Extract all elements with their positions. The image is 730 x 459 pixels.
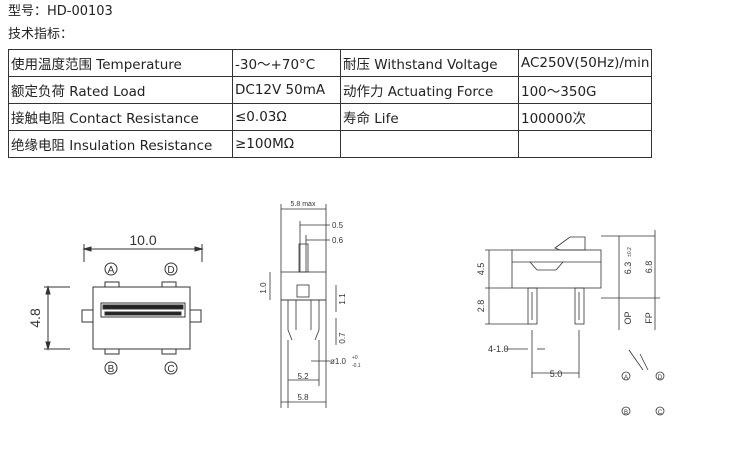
side-hole-tol-upper: +0 — [352, 355, 358, 361]
spec-cell: ≤0.03Ω — [232, 103, 341, 131]
spec-cell: ≥100MΩ — [232, 130, 341, 158]
profile-dim-63-tol: ±0.2 — [627, 247, 633, 257]
spec-cell: 接触电阻 Contact Resistance — [8, 103, 233, 131]
side-dim-06: 0.6 — [332, 236, 344, 245]
profile-label-op: OP — [623, 311, 633, 324]
profile-dim-pins: 4-1.0 — [488, 344, 509, 354]
spec-table: 使用温度范围 Temperature -30～+70°C 耐压 Withstan… — [8, 49, 653, 158]
switch-schematic — [621, 349, 665, 416]
front-view-drawing — [44, 244, 204, 375]
spec-cell: 动作力 Actuating Force — [340, 76, 519, 104]
table-row: 使用温度范围 Temperature -30～+70°C 耐压 Withstan… — [8, 49, 653, 77]
schematic-terminal-d: D — [658, 375, 663, 381]
spec-cell: 100～350G — [517, 76, 653, 104]
side-dim-max: 5.8 max — [291, 201, 316, 208]
profile-dim-45: 4.5 — [476, 263, 486, 276]
specs-heading: 技术指标： — [8, 27, 74, 42]
side-dim-07: 0.7 — [338, 332, 347, 344]
side-dim-52: 5.2 — [297, 372, 309, 381]
side-dim-58: 5.8 — [297, 393, 309, 402]
side-dim-11: 1.1 — [338, 293, 347, 305]
schematic-terminal-c: C — [658, 410, 663, 416]
spec-cell: DC12V 50mA — [232, 76, 341, 104]
table-row: 额定负荷 Rated Load DC12V 50mA 动作力 Actuating… — [8, 76, 653, 104]
spec-cell: AC250V(50Hz)/min — [517, 49, 653, 77]
side-dim-05: 0.5 — [332, 221, 344, 230]
front-width-label: 10.0 — [129, 232, 156, 248]
spec-cell — [340, 130, 519, 158]
spec-cell: 使用温度范围 Temperature — [8, 49, 233, 77]
spec-cell: 额定负荷 Rated Load — [8, 76, 233, 104]
side-hole-tol-lower: -0.1 — [352, 363, 361, 369]
side-view-drawing — [269, 204, 337, 408]
table-row: 绝缘电阻 Insulation Resistance ≥100MΩ — [8, 130, 653, 158]
spec-cell: 绝缘电阻 Insulation Resistance — [8, 130, 233, 158]
schematic-terminal-a: A — [624, 375, 628, 381]
side-dim-10: 1.0 — [259, 282, 268, 294]
profile-label-fp: FP — [644, 312, 654, 324]
terminal-b-label: B — [108, 364, 115, 375]
terminal-d-label: D — [167, 265, 174, 276]
spec-cell: 耐压 Withstand Voltage — [340, 49, 519, 77]
schematic-terminal-b: B — [624, 410, 628, 416]
terminal-c-label: C — [167, 364, 174, 375]
profile-dim-68: 6.8 — [644, 261, 654, 274]
side-dim-hole: ø1.0 — [330, 357, 347, 366]
model-number: 型号：HD-00103 — [8, 4, 113, 19]
profile-dim-50: 5.0 — [550, 369, 563, 379]
profile-view-drawing — [485, 230, 660, 378]
profile-dim-63: 6.3 — [623, 262, 633, 275]
spec-cell — [517, 130, 653, 158]
terminal-a-label: A — [108, 265, 115, 276]
profile-dim-28: 2.8 — [476, 300, 486, 313]
front-height-label: 4.8 — [27, 308, 43, 328]
